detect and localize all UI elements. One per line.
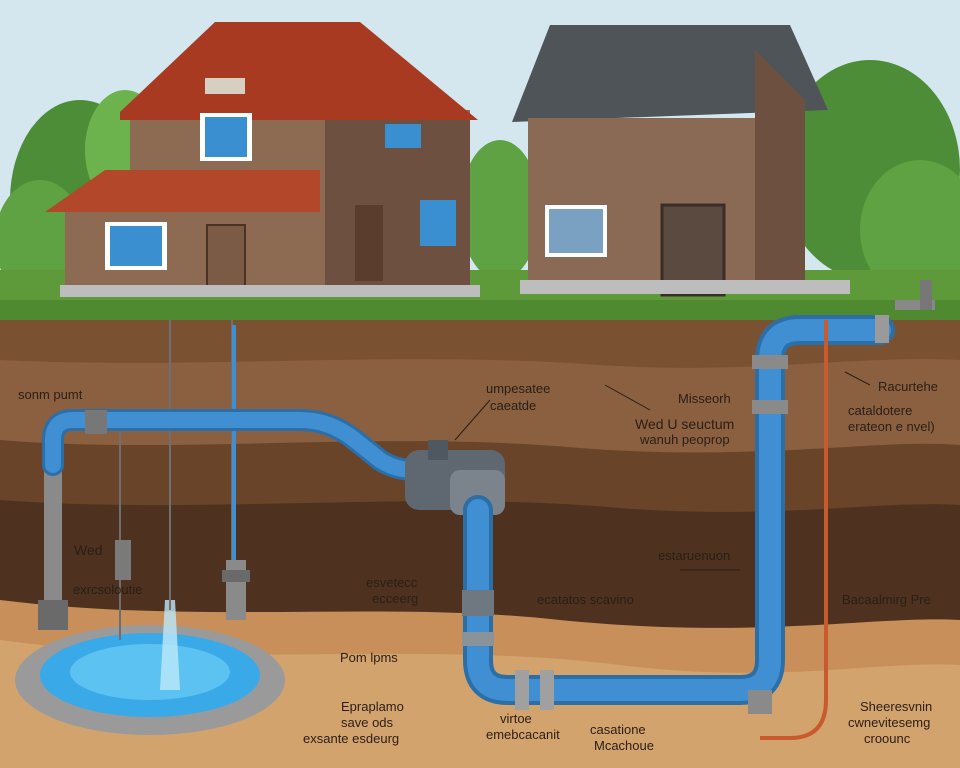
label-misseorh: Misseorh (678, 391, 731, 406)
label-sonm-pumt: sonm pumt (18, 387, 83, 402)
well-icon (15, 600, 285, 735)
label-estaruenuon: estaruenuon (658, 548, 731, 563)
pump-icon (38, 460, 250, 630)
label-erateon-e-nvel: erateon e nvel) (848, 419, 935, 434)
label-wed: Wed (74, 542, 103, 558)
label-ecatatos-scavino: ecatatos scavino (537, 592, 634, 607)
label-cwnevitesemg: cwnevitesemg (848, 715, 931, 730)
label-umpesatee: umpesatee (486, 381, 551, 396)
label-bacaalmirg-pre: Bacaalmirg Pre (842, 592, 931, 607)
label-exsante-esdeurg: exsante esdeurg (303, 731, 400, 746)
label-epraplamo: Epraplamo (341, 699, 404, 714)
label-caeatde: caeatde (490, 398, 537, 413)
label-wanuh-peopror: wanuh peoprop (640, 432, 730, 447)
label-pom-lpms: Pom lpms (340, 650, 398, 665)
house-icon (45, 22, 480, 297)
label-virtoe: virtoe (500, 711, 532, 726)
tree-icon (460, 60, 960, 300)
label-casatione: casatione (590, 722, 646, 737)
label-exrcsoloutie: exrcsoloutie (73, 582, 143, 597)
label-mcachoue: Mcachoue (594, 738, 654, 753)
shed-icon (512, 25, 850, 297)
label-racurtehe: Racurtehe (878, 379, 938, 394)
label-wed-u-section: Wed U seuctum (635, 416, 735, 432)
label-croounc: croounc (864, 731, 911, 746)
label-emebcacanit: emebcacanit (486, 727, 560, 742)
label-sheeresvnin: Sheeresvnin (860, 699, 933, 714)
label-save-ods: save ods (341, 715, 394, 730)
valve-icon (85, 410, 107, 434)
label-ecceerg: ecceerg (372, 591, 419, 606)
label-esvetecc: esvetecc (366, 575, 418, 590)
label-cataldotere: cataldotere (848, 403, 913, 418)
spigot-icon (875, 280, 935, 343)
